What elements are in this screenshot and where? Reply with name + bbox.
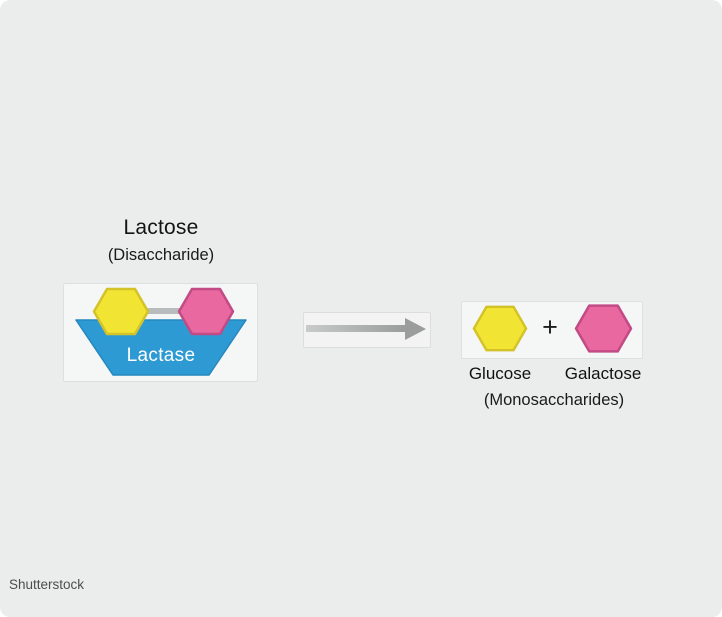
enzyme-label: Lactase (126, 345, 196, 366)
substrate-type-label: (Disaccharide) (107, 246, 215, 264)
product-glucose-hexagon-icon (472, 304, 528, 353)
substrate-label: Lactose (123, 216, 199, 239)
plus-sign: + (542, 312, 558, 342)
glucose-label: Glucose (468, 364, 532, 383)
galactose-label: Galactose (564, 364, 642, 383)
substrate-galactose-hexagon-icon (177, 287, 235, 336)
products-type-label: (Monosaccharides) (483, 391, 625, 409)
reaction-arrow-icon (405, 318, 426, 340)
product-galactose-hexagon-icon (574, 303, 633, 354)
substrate-glucose-hexagon-icon (92, 287, 150, 336)
glycosidic-bond-line (139, 308, 187, 314)
reaction-arrow-shaft (306, 325, 405, 332)
watermark: Shutterstock (9, 577, 85, 592)
